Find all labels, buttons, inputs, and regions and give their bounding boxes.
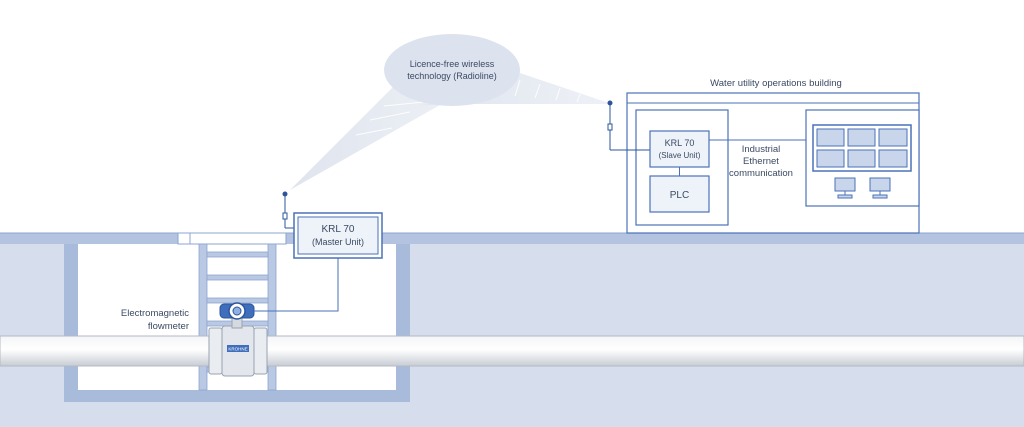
ethernet-label-line1: Industrial bbox=[742, 144, 781, 155]
slave-unit-label-line1: KRL 70 bbox=[665, 138, 695, 148]
ethernet-label: Industrial Ethernet communication bbox=[729, 144, 793, 179]
monitor-icon bbox=[869, 177, 891, 199]
master-unit-label-line1: KRL 70 bbox=[322, 224, 355, 235]
building-title: Water utility operations building bbox=[710, 78, 842, 89]
monitor-icon bbox=[834, 177, 856, 199]
flowmeter-label: Electromagnetic flowmeter bbox=[121, 308, 189, 332]
slave-antenna bbox=[607, 100, 650, 151]
master-antenna bbox=[282, 191, 295, 229]
wireless-label-line2: technology (Radioline) bbox=[407, 71, 497, 81]
ethernet-label-line3: communication bbox=[729, 168, 793, 179]
slave-unit-label-line2: (Slave Unit) bbox=[659, 151, 701, 160]
electromagnetic-flowmeter: KROHNE bbox=[208, 302, 268, 377]
video-wall bbox=[812, 124, 912, 172]
ethernet-label-line2: Ethernet bbox=[743, 156, 779, 167]
wireless-label-line1: Licence-free wireless bbox=[410, 59, 495, 69]
plc-label: PLC bbox=[670, 190, 689, 201]
brand-label: KROHNE bbox=[228, 347, 247, 352]
krl70-slave-unit: KRL 70 (Slave Unit) bbox=[649, 130, 710, 168]
flowmeter-master-link bbox=[254, 258, 339, 312]
krl70-master-unit: KRL 70 (Master Unit) bbox=[293, 212, 383, 259]
water-pipe bbox=[0, 335, 1024, 367]
flowmeter-label-line1: Electromagnetic bbox=[121, 308, 189, 319]
plc-unit: PLC bbox=[649, 175, 710, 213]
flowmeter-label-line2: flowmeter bbox=[148, 321, 189, 332]
wireless-beam: Licence-free wireless technology (Radiol… bbox=[290, 34, 612, 190]
master-unit-label-line2: (Master Unit) bbox=[312, 237, 364, 247]
